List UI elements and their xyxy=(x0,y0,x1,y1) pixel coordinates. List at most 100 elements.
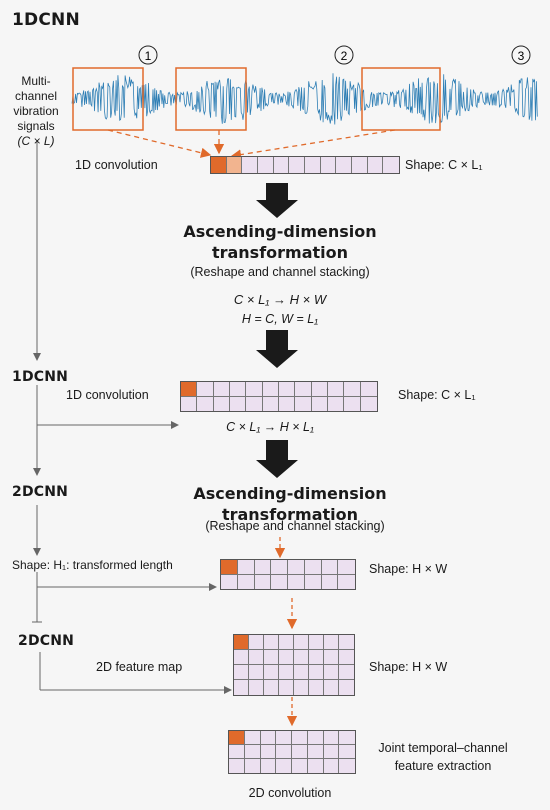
big-down-arrow-3 xyxy=(256,440,298,478)
stage1-transform-subtitle: (Reshape and channel stacking) xyxy=(190,265,370,279)
marker-label-1: 1 xyxy=(145,49,152,63)
stage2-op-label: 1D convolution xyxy=(66,388,149,402)
stage3-shape-note: Shape: H₁: transformed length xyxy=(12,558,173,572)
marker-label-2: 2 xyxy=(341,49,348,63)
grid-cell xyxy=(230,396,247,411)
grid-cell xyxy=(279,665,294,680)
stage3-section-label: 2DCNN xyxy=(12,484,69,500)
grid-cell xyxy=(279,635,294,650)
grid-cell xyxy=(324,680,339,695)
grid-cell xyxy=(249,680,264,695)
grid-cell xyxy=(271,560,288,575)
stage5-caption-line-1: Joint temporal–channel xyxy=(378,741,508,755)
grid-cell xyxy=(292,731,308,745)
grid-cell xyxy=(295,396,312,411)
grid-cell xyxy=(279,680,294,695)
vibration-signal-waveform xyxy=(71,73,538,125)
grid-cell xyxy=(294,650,309,665)
marker-circle-2 xyxy=(334,45,354,65)
page-title: 1DCNN xyxy=(12,10,80,30)
grid-cell xyxy=(344,382,361,397)
grid-cell xyxy=(338,575,355,590)
grid-cell xyxy=(309,680,324,695)
signal-label-line-3: vibration xyxy=(13,104,59,118)
grid-cell xyxy=(308,759,324,773)
grid-cell xyxy=(249,665,264,680)
grid-cell xyxy=(276,745,292,759)
grid-cell xyxy=(323,731,340,745)
grid-cell xyxy=(322,574,339,589)
grid-cell xyxy=(292,745,308,759)
grid-cell xyxy=(246,382,263,397)
grid-cell xyxy=(309,635,324,650)
grid-cell xyxy=(271,574,288,589)
grid-cell xyxy=(309,665,324,680)
stage1-conv-strip xyxy=(210,156,400,174)
grid-cell xyxy=(305,157,321,173)
signal-trace xyxy=(71,73,538,125)
grid-cell xyxy=(307,731,324,745)
stage1-shape-label: Shape: C × L₁ xyxy=(405,158,483,172)
grid-cell xyxy=(214,396,230,411)
signal-window-2 xyxy=(175,67,247,131)
grid-cell xyxy=(213,382,230,397)
grid-cell xyxy=(229,745,245,759)
grid-cell xyxy=(312,396,328,411)
grid-cell xyxy=(244,745,261,759)
grid-cell xyxy=(211,157,227,173)
grid-cell xyxy=(383,157,399,173)
grid-cell xyxy=(324,635,339,650)
grid-cell xyxy=(221,560,238,575)
stage3-transform-title: Ascending-dimension transformation xyxy=(193,484,387,524)
stage4-section-label: 2DCNN xyxy=(18,633,75,649)
grid-cell xyxy=(258,157,274,173)
grid-cell xyxy=(264,665,279,680)
signal-label-line-5: (C × L) xyxy=(17,134,55,148)
grid-cell xyxy=(324,650,339,665)
stage2-section-label: 1DCNN xyxy=(12,369,69,385)
stage5-conv-grid xyxy=(228,730,356,774)
grid-cell xyxy=(181,382,198,397)
signal-window-3 xyxy=(361,67,441,131)
grid-cell xyxy=(339,731,355,745)
grid-cell xyxy=(294,680,309,695)
window-1-arrow xyxy=(107,129,212,158)
grid-cell xyxy=(339,759,355,773)
grid-cell xyxy=(368,157,384,173)
grid-cell xyxy=(260,731,277,745)
stage5-caption-line-2: feature extraction xyxy=(394,758,492,773)
grid-cell xyxy=(242,157,258,173)
grid-cell xyxy=(339,680,354,695)
grid-cell xyxy=(288,574,305,589)
stage4-shape-label: Shape: H × W xyxy=(369,660,448,674)
grid-cell xyxy=(361,397,377,412)
grid-cell xyxy=(339,745,355,759)
grid-cell xyxy=(294,635,309,650)
grid-cell xyxy=(237,560,255,575)
grid-cell xyxy=(328,382,345,397)
stage1-equation-1: C × L₁ → H × W xyxy=(233,292,327,307)
grid-cell xyxy=(234,665,249,680)
stage2-shape-label: Shape: C × L₁ xyxy=(398,388,476,402)
grid-cell xyxy=(226,157,243,173)
grid-cell xyxy=(311,382,328,397)
grid-cell xyxy=(234,680,249,695)
window-3-arrow xyxy=(230,129,396,160)
grid-cell xyxy=(339,635,354,650)
grid-cell xyxy=(339,650,354,665)
stage3-shape-label: Shape: H × W xyxy=(369,562,448,576)
stage1-equation-2: H = C, W = L₁ xyxy=(241,312,319,326)
stage5-op-label: 2D convolution xyxy=(248,786,332,800)
grid-cell xyxy=(264,650,279,665)
grid-cell xyxy=(262,382,279,397)
grid-cell xyxy=(321,157,337,173)
grid-cell xyxy=(181,396,198,411)
stage3-transform-subtitle: (Reshape and channel stacking) xyxy=(205,519,385,533)
grid-cell xyxy=(234,635,249,650)
grid-cell xyxy=(234,650,249,665)
marker-label-3: 3 xyxy=(518,49,525,63)
stage5-caption: Joint temporal–channel feature extractio… xyxy=(368,740,518,775)
stage4-op-label: 2D feature map xyxy=(96,660,183,674)
grid-cell xyxy=(279,382,296,397)
grid-cell xyxy=(246,396,263,411)
